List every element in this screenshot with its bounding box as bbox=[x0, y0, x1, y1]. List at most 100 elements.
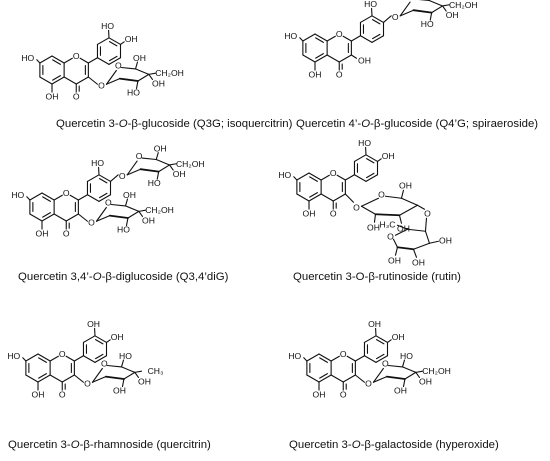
ring-b-bond bbox=[371, 35, 385, 43]
sugar-bond bbox=[105, 78, 121, 85]
ring-b-bond-inner bbox=[376, 353, 385, 360]
hydroxyl-bond bbox=[299, 37, 304, 42]
sugar-hydroxyl: OH bbox=[133, 53, 146, 63]
ring-c-oxygen: O bbox=[336, 29, 343, 39]
caption-quercitrin-italic: O bbox=[70, 439, 80, 451]
sugar-hydroxyl-bond bbox=[402, 378, 406, 388]
hydroxyl-bond bbox=[350, 54, 358, 59]
hydroxyl-bond bbox=[26, 196, 31, 201]
ring-a-bond bbox=[318, 353, 332, 362]
sugar-bond bbox=[158, 164, 171, 173]
caption-q34dig: Quercetin 3,4’-O-β-diglucoside (Q3,4’diG… bbox=[18, 271, 228, 283]
ring-link-bond bbox=[344, 174, 356, 181]
ring-c-oxygen: O bbox=[59, 349, 66, 359]
hydroxyl-4prime: OH bbox=[111, 332, 124, 342]
sugar-bond bbox=[385, 375, 406, 380]
ring-c-bond bbox=[338, 54, 352, 63]
sugar-hydroxyl: OH bbox=[173, 169, 186, 179]
sugar-bond bbox=[123, 371, 136, 380]
ring-a-bond-inner bbox=[309, 176, 318, 182]
sugar-hydroxyl: HO bbox=[400, 351, 413, 361]
glycosidic-bond bbox=[354, 374, 366, 383]
carbonyl-oxygen: O bbox=[330, 209, 337, 219]
ring-link-bond bbox=[354, 355, 366, 362]
sugar-substituent-bond bbox=[134, 370, 143, 373]
hydroxyl-bond bbox=[105, 339, 111, 344]
ring-b-bond bbox=[94, 335, 108, 344]
ring-b-bond bbox=[108, 57, 122, 65]
ring-b-bond-inner bbox=[99, 178, 108, 184]
sugar-bond bbox=[108, 214, 129, 219]
sugar-bond bbox=[134, 68, 150, 75]
ring-b-bond-inner bbox=[99, 192, 108, 199]
ring-a-bond bbox=[37, 353, 51, 362]
caption-rutin: Quercetin 3-O-β-rutinoside (rutin) bbox=[293, 271, 461, 283]
ring-a-bond bbox=[302, 54, 316, 63]
sugar-bond bbox=[392, 238, 399, 248]
ring-a-bond bbox=[29, 213, 43, 222]
hydroxyl-3prime: HO bbox=[364, 0, 377, 9]
sugar-bond bbox=[384, 195, 403, 199]
sugar-bond bbox=[372, 376, 388, 383]
sugar-ring-oxygen: O bbox=[101, 358, 108, 368]
sugar-substituent-bond bbox=[148, 72, 157, 75]
ring-link-bond bbox=[77, 194, 89, 201]
sugar-bond bbox=[155, 158, 171, 166]
ring-a-bond bbox=[318, 374, 332, 383]
ring-a-bond bbox=[39, 76, 53, 85]
hydroxyl-3: OH bbox=[358, 55, 371, 65]
hydroxyl-7: HO bbox=[7, 351, 20, 361]
sugar-substituent: CH₂OH bbox=[155, 68, 184, 78]
ring-c-bond bbox=[79, 57, 89, 64]
hydroxyl-bond bbox=[376, 158, 382, 163]
sugar-hydroxyl-bond bbox=[156, 171, 160, 180]
ring-c-bond bbox=[332, 193, 346, 202]
ring-c-bond bbox=[320, 174, 330, 181]
hydroxyl-bond bbox=[303, 357, 308, 362]
ring-link-bond bbox=[350, 35, 362, 42]
caption-q4g-part1: Quercetin 4’- bbox=[296, 118, 362, 130]
ring-b-bond bbox=[96, 57, 110, 65]
glycosidic-bond bbox=[73, 374, 85, 383]
ring-a-bond bbox=[25, 374, 39, 383]
ring-a-bond bbox=[296, 172, 310, 181]
caption-q3g: Quercetin 3-O-β-glucoside (Q3G; isoquerc… bbox=[56, 118, 292, 130]
sugar-bond bbox=[105, 69, 117, 85]
ring-a-bond bbox=[29, 192, 43, 201]
ring-b-bond bbox=[82, 335, 96, 344]
sugar-hydroxyl-bond bbox=[415, 371, 421, 378]
hydroxyl-4prime: OH bbox=[125, 34, 138, 44]
ring-link-bond bbox=[73, 355, 85, 362]
sugar-hydroxyl-bond bbox=[398, 214, 403, 224]
ring-c-bond bbox=[75, 76, 89, 85]
ring-a-bond bbox=[51, 55, 65, 64]
ring-a-bond-inner bbox=[315, 53, 324, 59]
hydroxyl-3prime: OH bbox=[368, 319, 381, 329]
sugar-bond bbox=[91, 376, 107, 383]
sugar-bond bbox=[106, 364, 123, 368]
ring-b-bond bbox=[359, 35, 373, 43]
sugar-hydroxyl-bond bbox=[412, 248, 418, 258]
rhamnose-ring-oxygen: O bbox=[387, 231, 394, 241]
caption-q34dig-part1: Quercetin 3,4’- bbox=[18, 271, 93, 283]
hydroxyl-7: HO bbox=[21, 53, 34, 63]
glycosidic-oxygen: O bbox=[353, 202, 360, 212]
ring-a-bond-inner bbox=[52, 75, 61, 81]
sugar-hydroxyl: OH bbox=[399, 180, 412, 190]
hydroxyl-7: HO bbox=[284, 31, 297, 41]
ring-b-bond bbox=[96, 37, 110, 46]
sugar-hydroxyl-bond bbox=[400, 189, 405, 199]
carbonyl-oxygen: O bbox=[59, 390, 66, 400]
ring-b-bond-inner bbox=[95, 339, 104, 345]
ring-b-bond bbox=[363, 335, 377, 344]
sugar-substituent: CH₂OH bbox=[176, 159, 205, 169]
sugar-bond bbox=[120, 66, 137, 70]
sugar-bond bbox=[428, 0, 444, 7]
caption-q34dig-part2: -β-diglucoside (Q3,4’diG) bbox=[101, 271, 229, 283]
glycosidic-oxygen: O bbox=[84, 378, 91, 388]
sugar-hydroxyl: OH bbox=[388, 255, 401, 265]
